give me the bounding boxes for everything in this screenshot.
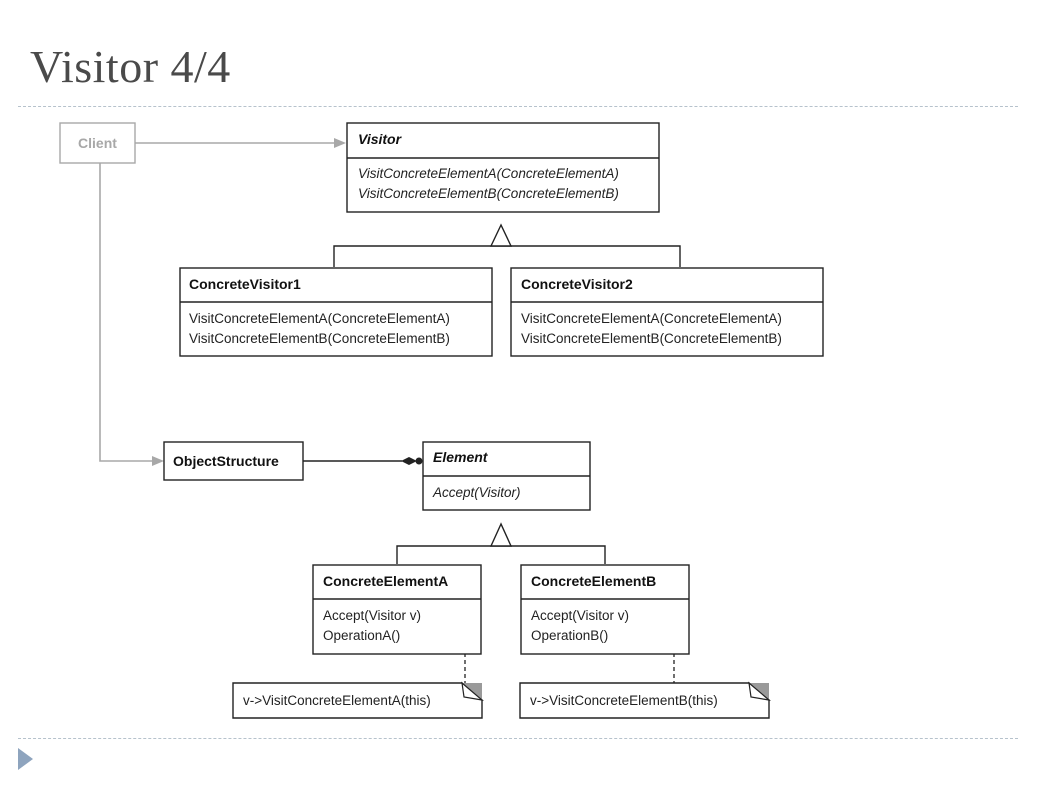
visitor-name: Visitor: [358, 131, 403, 147]
client-objectstructure-association: [99, 163, 152, 462]
aggregation-multiplicity-dot: [415, 457, 423, 465]
concrete-element-b-box: [520, 564, 690, 655]
class-object-structure: ObjectStructure: [163, 441, 304, 481]
title-divider: [18, 106, 1018, 107]
concrete-visitor-1-name: ConcreteVisitor1: [189, 276, 301, 292]
note-b-box: [519, 682, 770, 719]
concrete-element-a-op-accept: Accept(Visitor v): [323, 608, 421, 623]
footer-divider: [18, 738, 1018, 739]
class-concrete-element-b: ConcreteElementB Accept(Visitor v) Opera…: [520, 564, 690, 655]
element-inheritance-bar: [396, 545, 606, 564]
note-b: v->VisitConcreteElementB(this): [519, 681, 772, 719]
note-b-fold: [748, 681, 772, 701]
element-inheritance-triangle: [489, 522, 513, 547]
concrete-visitor-2-op-b: VisitConcreteElementB(ConcreteElementB): [521, 331, 782, 346]
visitor-op-a: VisitConcreteElementA(ConcreteElementA): [358, 166, 619, 181]
slide-title: Visitor 4/4: [30, 41, 231, 92]
concrete-element-b-name: ConcreteElementB: [531, 573, 656, 589]
note-b-text: v->VisitConcreteElementB(this): [530, 693, 718, 708]
concrete-visitor-1-op-a: VisitConcreteElementA(ConcreteElementA): [189, 311, 450, 326]
concrete-element-a-op-operation: OperationA(): [323, 628, 400, 643]
client-box: [59, 122, 136, 164]
concrete-visitor-1-box: [179, 267, 493, 357]
class-element: Element Accept(Visitor): [422, 441, 591, 511]
client-objectstructure-arrowhead: [152, 456, 164, 466]
concrete-element-b-op-operation: OperationB(): [531, 628, 608, 643]
object-structure-box: [163, 441, 304, 481]
visitor-box: [346, 122, 660, 213]
client-label: Client: [78, 135, 117, 151]
concrete-element-a-name: ConcreteElementA: [323, 573, 448, 589]
class-client: Client: [59, 122, 136, 164]
concrete-visitor-1-op-b: VisitConcreteElementB(ConcreteElementB): [189, 331, 450, 346]
note-a-fold: [461, 681, 485, 701]
class-concrete-visitor-1: ConcreteVisitor1 VisitConcreteElementA(C…: [179, 267, 493, 357]
concrete-element-a-box: [312, 564, 482, 655]
concrete-element-b-op-accept: Accept(Visitor v): [531, 608, 629, 623]
aggregation-diamond: [401, 457, 417, 465]
concrete-visitor-2-op-a: VisitConcreteElementA(ConcreteElementA): [521, 311, 782, 326]
visitor-inheritance-triangle: [489, 223, 513, 247]
client-visitor-arrowhead: [334, 138, 346, 148]
visitor-inheritance-bar: [333, 245, 681, 267]
class-visitor: Visitor VisitConcreteElementA(ConcreteEl…: [346, 122, 660, 213]
class-concrete-element-a: ConcreteElementA Accept(Visitor v) Opera…: [312, 564, 482, 655]
class-concrete-visitor-2: ConcreteVisitor2 VisitConcreteElementA(C…: [510, 267, 824, 357]
visitor-op-b: VisitConcreteElementB(ConcreteElementB): [358, 186, 619, 201]
bullet-arrow-icon: [18, 748, 33, 770]
note-a-box: [232, 682, 483, 719]
note-a: v->VisitConcreteElementA(this): [232, 681, 485, 719]
element-op-accept: Accept(Visitor): [432, 485, 521, 500]
concrete-visitor-2-name: ConcreteVisitor2: [521, 276, 633, 292]
element-name: Element: [433, 449, 489, 465]
object-structure-name: ObjectStructure: [173, 453, 279, 469]
concrete-visitor-2-box: [510, 267, 824, 357]
note-a-text: v->VisitConcreteElementA(this): [243, 693, 431, 708]
